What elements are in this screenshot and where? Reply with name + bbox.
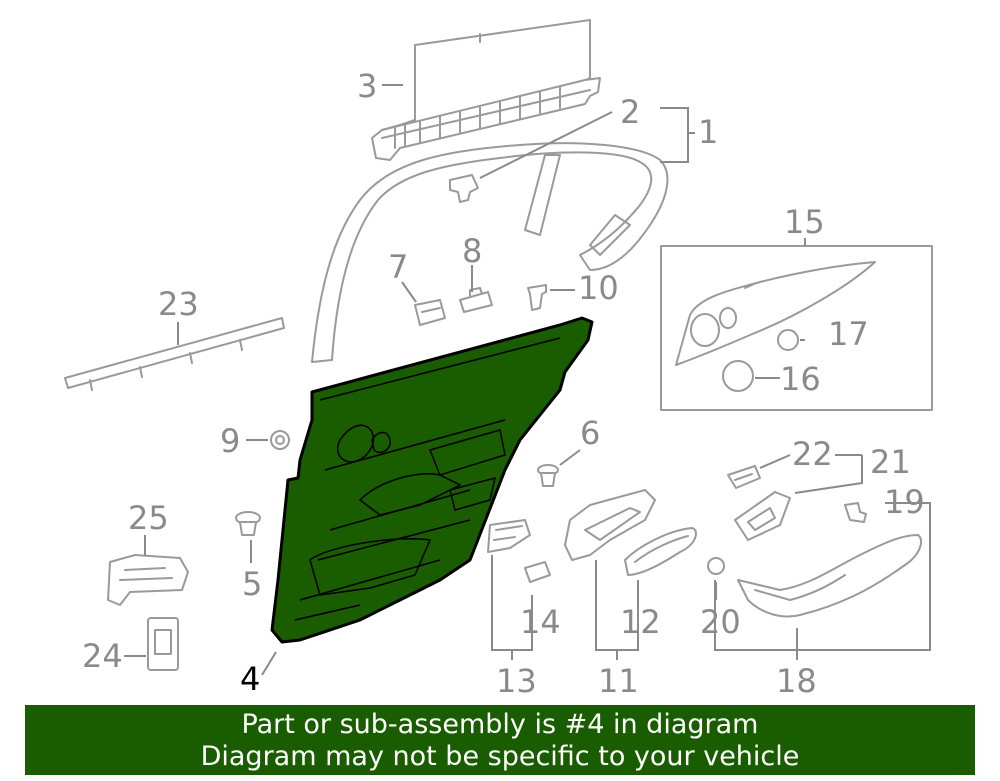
callout-10: 10: [578, 269, 619, 307]
part-5-push-pin[interactable]: [235, 511, 261, 536]
callout-18: 18: [776, 662, 817, 700]
part-12-handle-bezel[interactable]: [624, 527, 697, 576]
part-19-screw[interactable]: [844, 502, 867, 523]
part-10-fastener[interactable]: [527, 284, 547, 311]
part-13-bracket[interactable]: [487, 519, 531, 553]
callout-4: 4: [240, 660, 260, 698]
callout-11: 11: [598, 662, 639, 700]
callout-6: 6: [580, 414, 600, 452]
leader-lines: [124, 84, 931, 676]
part-16-ring[interactable]: [722, 360, 754, 392]
callout-25: 25: [128, 499, 169, 537]
callout-3: 3: [357, 67, 377, 105]
part-7-clip[interactable]: [414, 299, 446, 326]
part-17-ring[interactable]: [777, 329, 799, 351]
info-banner: Part or sub-assembly is #4 in diagram Di…: [25, 705, 975, 775]
banner-line-2: Diagram may not be specific to your vehi…: [200, 741, 800, 772]
part-11-inner-handle[interactable]: [564, 489, 656, 561]
part-20-button[interactable]: [707, 557, 725, 575]
callout-1: 1: [698, 113, 718, 151]
callout-24: 24: [82, 637, 123, 675]
callout-17: 17: [828, 315, 869, 353]
part-1-door-frame[interactable]: [311, 142, 669, 363]
callout-15: 15: [784, 203, 825, 241]
callout-21: 21: [870, 443, 911, 481]
callout-16: 16: [780, 360, 821, 398]
callout-13: 13: [496, 662, 537, 700]
part-22-switch[interactable]: [727, 465, 761, 489]
callout-23: 23: [158, 285, 199, 323]
part-9-push-pin[interactable]: [270, 430, 290, 450]
part-2-clip[interactable]: [449, 174, 479, 203]
callout-labels: 1 2 3 4 5 6 7 8 9 10 11 12 13 14 15 16 1…: [82, 67, 925, 700]
banner-line-1: Part or sub-assembly is #4 in diagram: [241, 709, 759, 740]
callout-12: 12: [620, 603, 661, 641]
callout-22: 22: [792, 435, 833, 473]
part-23-belt-molding[interactable]: [64, 317, 285, 391]
part-15-inset[interactable]: [660, 245, 933, 411]
callout-8: 8: [462, 232, 482, 270]
callout-5: 5: [242, 565, 262, 603]
part-18-armrest[interactable]: [737, 534, 923, 618]
callout-9: 9: [220, 422, 240, 460]
part-6-push-pin[interactable]: [537, 464, 559, 487]
callout-20: 20: [700, 603, 741, 641]
callout-14: 14: [520, 603, 561, 641]
part-3-window-shade[interactable]: [371, 19, 601, 161]
part-21-switch-bezel[interactable]: [734, 491, 791, 541]
part-24-switch[interactable]: [147, 617, 179, 671]
part-8-clip[interactable]: [459, 287, 493, 313]
callout-19: 19: [884, 483, 925, 521]
callout-2: 2: [620, 93, 640, 131]
callout-7: 7: [388, 248, 408, 286]
part-4-door-trim-panel[interactable]: [270, 316, 594, 644]
part-25-bracket[interactable]: [107, 554, 189, 606]
part-14-cap[interactable]: [524, 561, 551, 583]
parts-diagram: 1 2 3 4 5 6 7 8 9 10 11 12 13 14 15 16 1…: [64, 19, 933, 700]
